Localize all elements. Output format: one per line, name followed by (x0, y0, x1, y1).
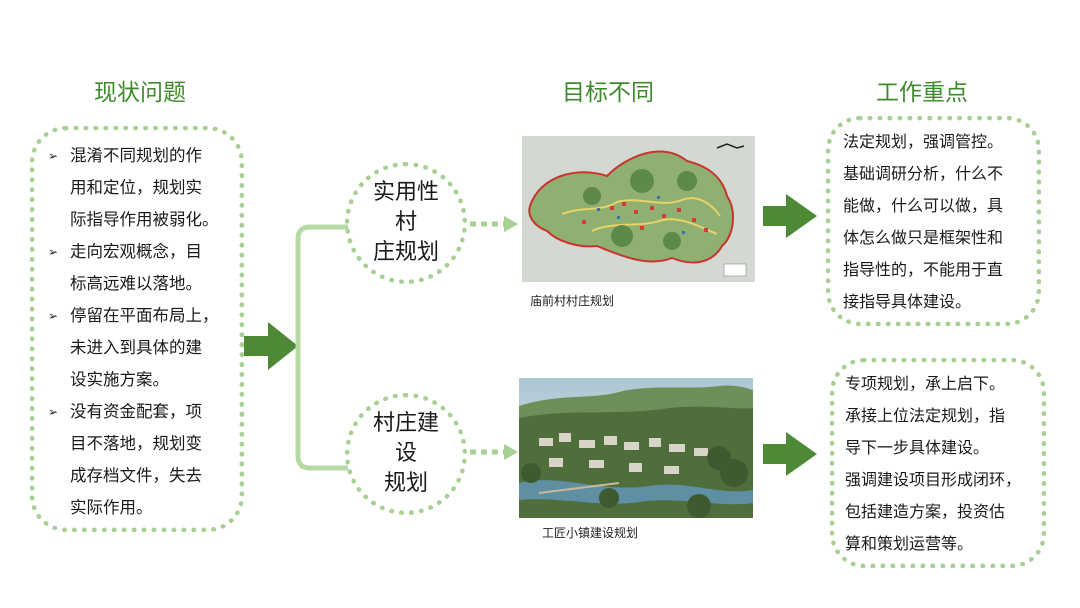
problem-line: 未进入到具体的建 (70, 338, 202, 357)
problem-line: 停留在平面布局上， (70, 306, 219, 325)
problem-line: 成存档文件，失去 (70, 466, 202, 485)
statutory-plan-focus-box (826, 116, 1041, 326)
arrow-right-icon (763, 432, 817, 476)
special-plan-focus-box (830, 358, 1046, 568)
problem-line: 标高远难以落地。 (70, 274, 202, 293)
village-construction-plan-circle: 村庄建设 规划 (345, 393, 467, 515)
problems-box (30, 126, 244, 532)
focus-line: 体怎么做只是框架性和 (843, 228, 1004, 247)
problem-line: 设实施方案。 (70, 370, 169, 389)
focus-line: 指导性的，不能用于直 (843, 260, 1004, 279)
problem-item: ➢ 没有资金配套，项 目不落地，规划变 成存档文件，失去 实际作用。 (48, 396, 238, 524)
arrow-right-icon (504, 444, 518, 460)
special-plan-focus-text: 专项规划，承上启下。 承接上位法定规划，指 导下一步具体建设。 强调建设项目形成… (845, 368, 1043, 560)
statutory-plan-focus-text: 法定规划，强调管控。 基础调研分析，什么不 能做，什么可以做，具 体怎么做只是框… (843, 126, 1035, 318)
problem-line: 际指导作用被弱化。 (70, 210, 219, 229)
goals-title: 目标不同 (562, 80, 654, 106)
problem-item: ➢ 混淆不同规划的作 用和定位，规划实 际指导作用被弱化。 (48, 140, 238, 236)
arrow-right-icon (244, 322, 298, 370)
focus-line: 基础调研分析，什么不 (843, 164, 1004, 183)
focus-line: 承接上位法定规划，指 (845, 406, 1006, 425)
craftsman-town-render-image (519, 378, 753, 518)
problem-line: 实际作用。 (70, 498, 153, 517)
arrow-bullet-icon: ➢ (48, 149, 59, 163)
focus-line: 包括建造方案，投资估 (845, 502, 1006, 521)
problem-line: 走向宏观概念，目 (70, 242, 202, 261)
circle-label-line: 村庄建设 (372, 411, 439, 466)
circle-label-line: 庄规划 (372, 240, 439, 265)
focus-line: 算和策划运营等。 (845, 534, 974, 553)
problem-item: ➢ 停留在平面布局上， 未进入到具体的建 设实施方案。 (48, 300, 238, 396)
craftsman-town-caption: 工匠小镇建设规划 (542, 526, 639, 540)
arrow-bullet-icon: ➢ (48, 405, 59, 419)
arrow-bullet-icon: ➢ (48, 309, 59, 323)
focus-line: 专项规划，承上启下。 (845, 374, 1006, 393)
problems-title: 现状问题 (94, 80, 186, 106)
focus-line: 接指导具体建设。 (843, 292, 972, 311)
focus-title: 工作重点 (876, 80, 968, 106)
circle-label-line: 规划 (383, 471, 428, 496)
village-plan-caption: 庙前村村庄规划 (530, 294, 615, 308)
bracket-connector (295, 224, 348, 471)
problem-line: 混淆不同规划的作 (70, 146, 202, 165)
focus-line: 能做，什么可以做，具 (843, 196, 1004, 215)
problem-line: 用和定位，规划实 (70, 178, 202, 197)
arrow-bullet-icon: ➢ (48, 245, 59, 259)
problem-line: 没有资金配套，项 (70, 402, 202, 421)
arrow-right-icon (763, 194, 817, 238)
problem-item: ➢ 走向宏观概念，目 标高远难以落地。 (48, 236, 238, 300)
village-plan-map-image (522, 136, 755, 282)
arrow-right-icon (504, 216, 518, 232)
focus-line: 强调建设项目形成闭环， (845, 470, 1022, 489)
practical-village-plan-circle: 实用性村 庄规划 (345, 162, 467, 284)
circle-label-line: 实用性村 (372, 180, 439, 235)
focus-line: 导下一步具体建设。 (845, 438, 990, 457)
problems-list: ➢ 混淆不同规划的作 用和定位，规划实 际指导作用被弱化。 ➢ 走向宏观概念，目… (48, 140, 238, 524)
problem-line: 目不落地，规划变 (70, 434, 202, 453)
focus-line: 法定规划，强调管控。 (843, 132, 1004, 151)
